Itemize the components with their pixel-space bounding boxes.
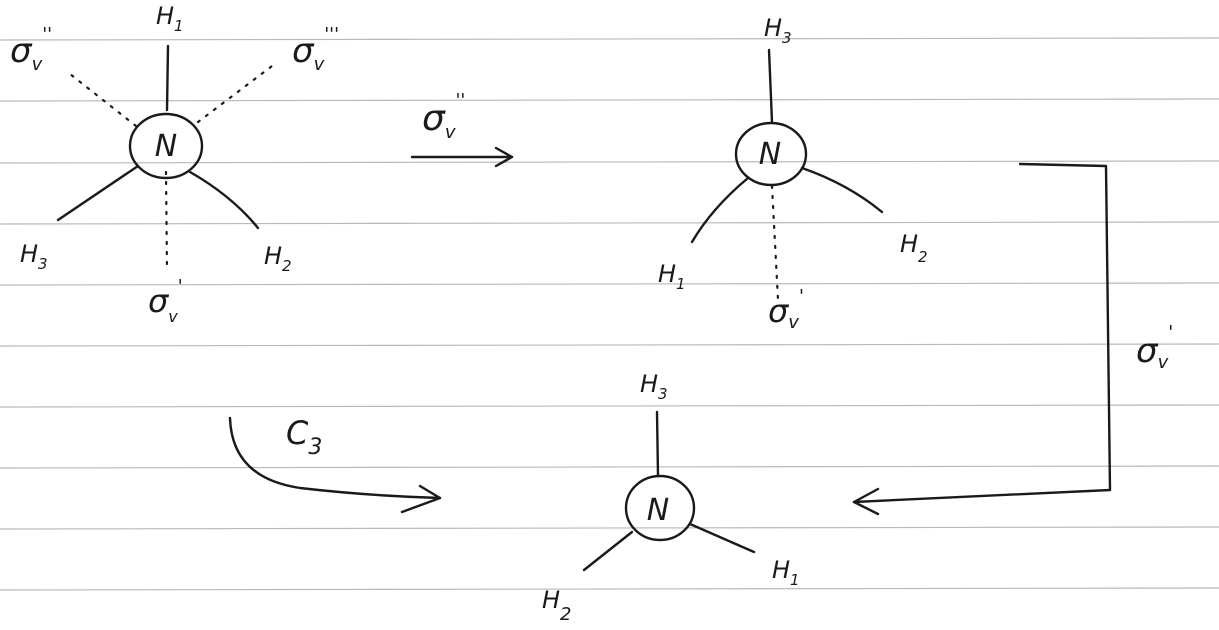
sigma-v-label: σv''' xyxy=(292,24,339,75)
operation-label: σv'' xyxy=(422,90,465,143)
ruled-line xyxy=(0,37,1219,41)
bond-line xyxy=(690,176,750,244)
ruled-line xyxy=(0,282,1219,286)
hydrogen-label: H1 xyxy=(772,556,800,589)
sigma-v-label: σv'' xyxy=(10,24,52,75)
hydrogen-label: H1 xyxy=(156,2,184,35)
ruled-line xyxy=(0,98,1219,102)
ruled-line xyxy=(0,343,1219,347)
mirror-plane-line xyxy=(68,72,138,128)
bond-line xyxy=(767,48,774,124)
hydrogen-label: H2 xyxy=(542,586,572,625)
molecule-1: N H1 H3 H2 σv'' σv''' σv' xyxy=(10,2,339,326)
operation-arrow-1: σv'' xyxy=(410,90,514,168)
ruled-line xyxy=(0,465,1219,469)
molecule-2: N H3 H1 H2 σv' xyxy=(658,14,928,333)
sigma-v-label: σv' xyxy=(768,286,804,333)
molecule-3: N H3 H2 H1 xyxy=(542,370,800,625)
ruled-line xyxy=(0,587,1219,591)
bond-line xyxy=(188,170,260,230)
ruled-line xyxy=(0,160,1219,164)
operation-label: σv' xyxy=(1136,322,1173,373)
arrow-line xyxy=(852,162,1112,504)
hydrogen-label: H3 xyxy=(20,240,48,273)
operation-label: C3 xyxy=(286,414,322,460)
hydrogen-label: H1 xyxy=(658,260,686,293)
ruled-lines xyxy=(0,37,1219,591)
mirror-plane-line xyxy=(196,64,274,124)
nitrogen-atom-circle xyxy=(624,474,696,542)
nitrogen-label: N xyxy=(759,137,781,172)
hydrogen-label: H2 xyxy=(264,242,292,275)
arrow-head xyxy=(494,146,514,168)
hydrogen-label: H3 xyxy=(640,370,668,403)
mirror-plane-line xyxy=(770,184,780,302)
hydrogen-label: H2 xyxy=(900,230,928,266)
nitrogen-atom-circle xyxy=(128,112,204,180)
bond-line xyxy=(800,166,884,214)
nitrogen-label: N xyxy=(155,129,177,164)
nitrogen-label: N xyxy=(647,493,669,528)
ruled-line xyxy=(0,221,1219,225)
operation-arrow-2: σv' xyxy=(852,162,1173,516)
ruled-line xyxy=(0,404,1219,408)
arrow-line xyxy=(228,416,442,500)
bond-line xyxy=(56,164,140,222)
bond-line xyxy=(165,44,170,112)
bond-line xyxy=(582,530,634,572)
bond-line xyxy=(688,522,756,554)
arrow-head xyxy=(400,484,442,514)
sigma-v-label: σv' xyxy=(148,276,183,326)
bond-line xyxy=(655,410,660,478)
mirror-plane-line xyxy=(164,170,169,272)
ruled-line xyxy=(0,526,1219,530)
operation-arrow-3: C3 xyxy=(228,414,442,514)
hydrogen-label: H3 xyxy=(764,14,792,47)
nitrogen-atom-circle xyxy=(734,121,808,187)
arrow-head xyxy=(852,487,880,516)
